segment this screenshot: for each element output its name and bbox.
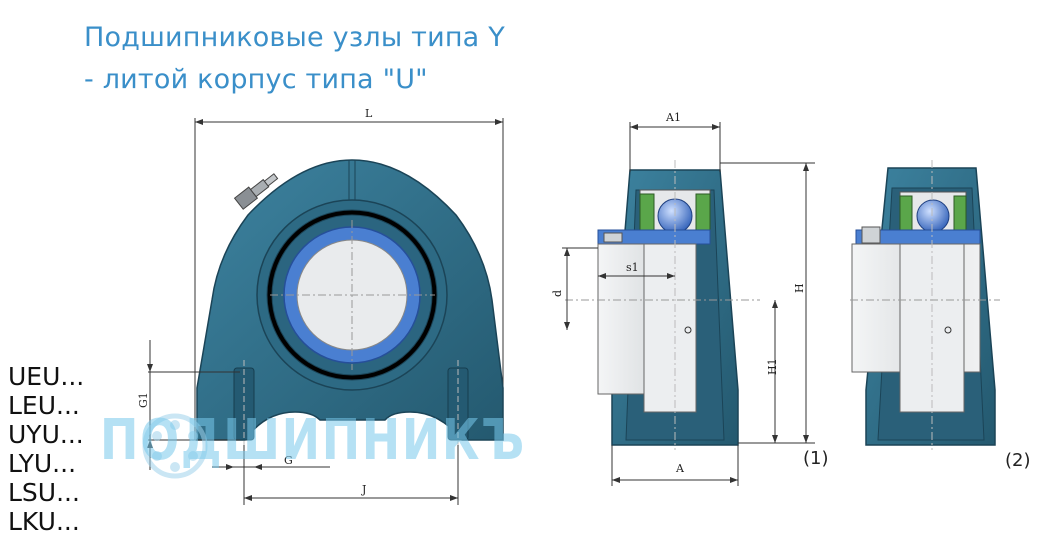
dim-L: L bbox=[365, 107, 373, 120]
dim-d: d bbox=[551, 290, 564, 297]
figure-label-2: (2) bbox=[1005, 450, 1031, 471]
series-item: UEU... bbox=[8, 362, 85, 391]
dim-s1: s1 bbox=[626, 261, 639, 274]
series-item: LKU... bbox=[8, 507, 80, 536]
series-item: LSU... bbox=[8, 478, 80, 507]
watermark-logo-icon bbox=[142, 413, 208, 479]
side-view-2 bbox=[850, 160, 1000, 450]
title-line-1: Подшипниковые узлы типа Y bbox=[84, 22, 505, 53]
side-view-1: A1 s1 d H H1 A bbox=[551, 111, 815, 486]
series-item: UYU... bbox=[8, 420, 84, 449]
dim-H: H bbox=[793, 283, 806, 293]
dim-J: J bbox=[361, 483, 366, 496]
front-view: L G1 G bbox=[137, 107, 504, 505]
watermark-text: ПОДШИПНИКЪ bbox=[100, 408, 526, 473]
series-item: LEU... bbox=[8, 391, 80, 420]
title-line-2: - литой корпус типа "U" bbox=[84, 64, 428, 95]
series-item: LYU... bbox=[8, 449, 77, 478]
figure-label-1: (1) bbox=[803, 448, 829, 469]
series-list: UEU... LEU... UYU... LYU... LSU... LKU..… bbox=[8, 362, 84, 536]
dim-G: G bbox=[284, 454, 293, 467]
dim-G1: G1 bbox=[137, 392, 150, 408]
dim-H1: H1 bbox=[766, 358, 779, 375]
dim-A1: A1 bbox=[665, 111, 681, 124]
dim-A: A bbox=[675, 462, 685, 475]
